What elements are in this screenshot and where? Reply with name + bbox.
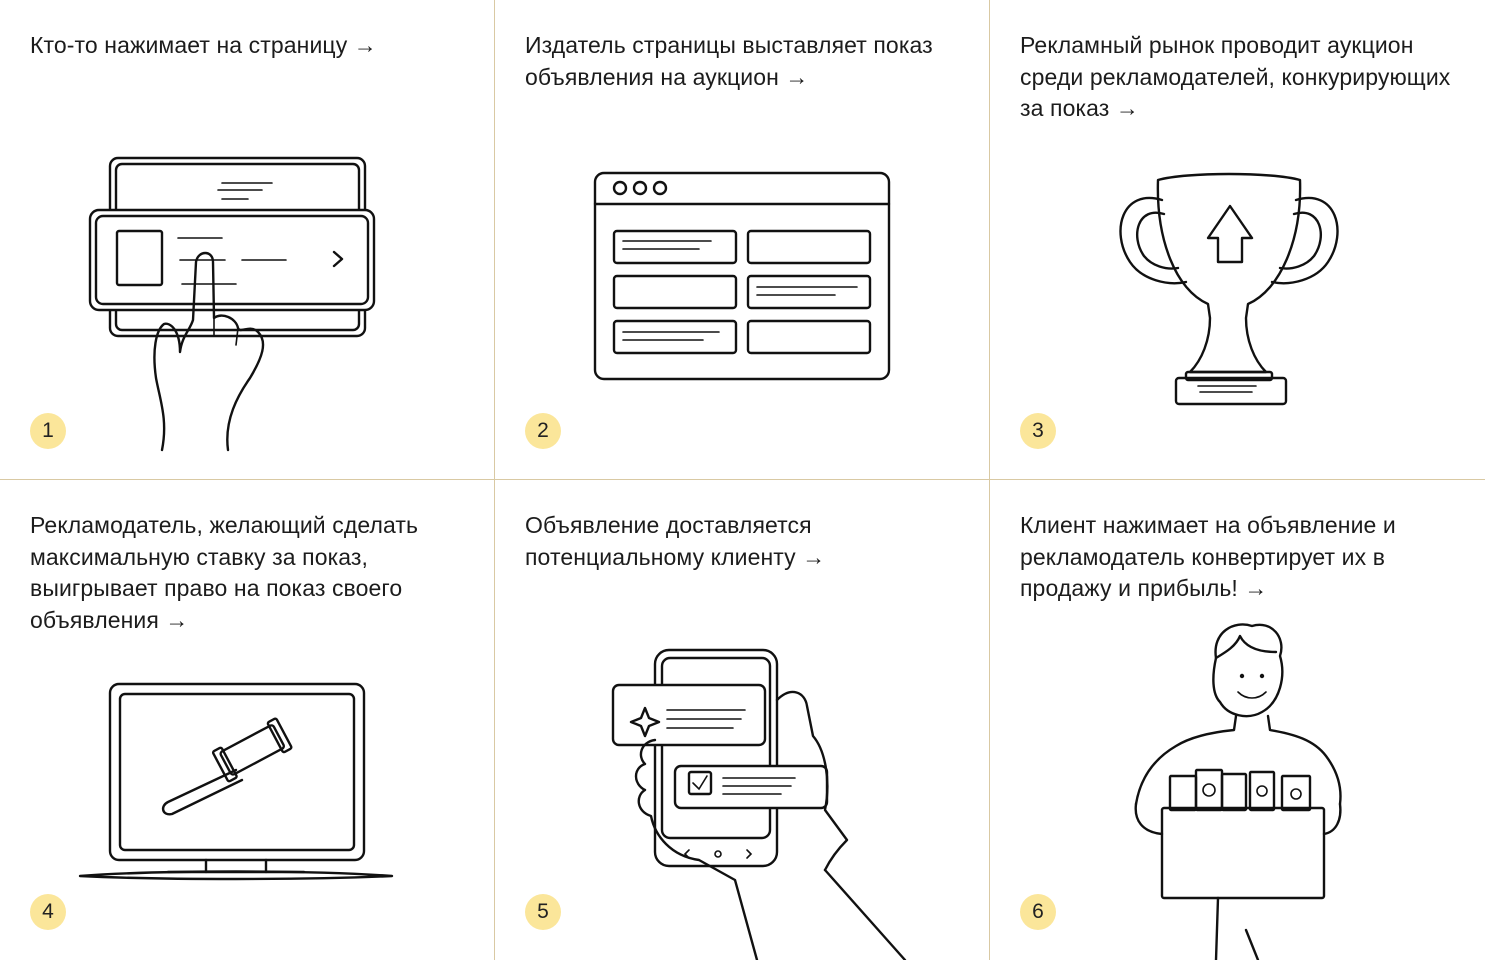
step-1-caption: Кто-то нажимает на страницу → bbox=[30, 32, 377, 58]
step-5-caption: Объявление доставляется потенциальному к… bbox=[525, 512, 826, 570]
step-2-caption: Издатель страницы выставляет показ объяв… bbox=[525, 32, 933, 90]
step-1-badge: 1 bbox=[30, 413, 66, 449]
step-6-caption: Клиент нажимает на объявление и рекламод… bbox=[1020, 512, 1396, 601]
step-6-badge: 6 bbox=[1020, 894, 1056, 930]
step-4-caption: Рекламодатель, желающий сделать максимал… bbox=[30, 512, 419, 633]
step-5-panel: Объявление доставляется потенциальному к… bbox=[495, 480, 990, 960]
step-2-badge: 2 bbox=[525, 413, 561, 449]
step-3-caption: Рекламный рынок проводит аукцион среди р… bbox=[1020, 32, 1451, 121]
hand-tapping-page-icon bbox=[88, 156, 376, 452]
step-6-panel: Клиент нажимает на объявление и рекламод… bbox=[990, 480, 1485, 960]
browser-window-ad-slots-icon bbox=[593, 171, 891, 381]
step-4-badge: 4 bbox=[30, 894, 66, 930]
step-3-badge: 3 bbox=[1020, 413, 1056, 449]
step-2-panel: Издатель страницы выставляет показ объяв… bbox=[495, 0, 990, 480]
step-3-panel: Рекламный рынок проводит аукцион среди р… bbox=[990, 0, 1485, 480]
monitor-gavel-icon bbox=[78, 682, 394, 881]
customer-with-box-icon bbox=[1134, 623, 1342, 960]
phone-with-ads-icon bbox=[611, 648, 907, 960]
trophy-icon bbox=[1119, 172, 1339, 406]
step-1-panel: Кто-то нажимает на страницу → 1 bbox=[0, 0, 495, 480]
step-4-panel: Рекламодатель, желающий сделать максимал… bbox=[0, 480, 495, 960]
step-5-badge: 5 bbox=[525, 894, 561, 930]
